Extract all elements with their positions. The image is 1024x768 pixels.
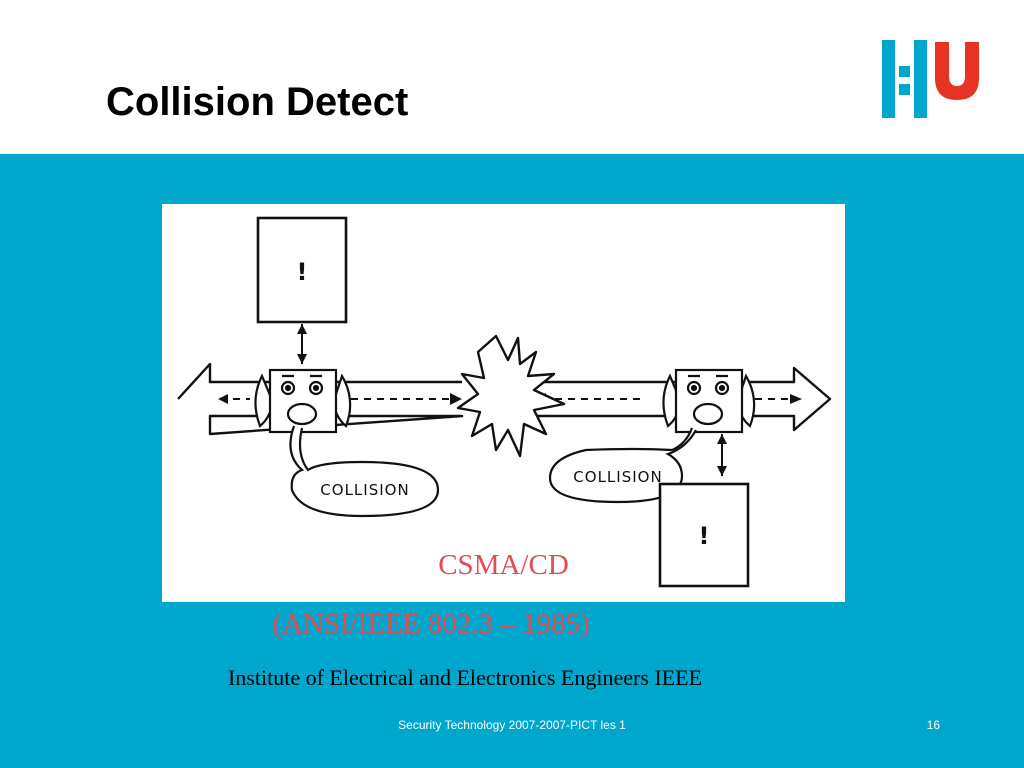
right-terminal [658,482,750,588]
footer-course: Security Technology 2007-2007-PICT les 1 [398,718,626,732]
right-terminal-mark: ! [699,522,710,550]
left-speech-text: COLLISION [320,481,409,499]
collision-burst-icon [456,334,566,458]
csma-cd-diagram: ! COLLISION COLLISION [162,204,845,602]
right-station-face [662,368,756,434]
hu-logo-icon [882,40,979,118]
diagram-drawing: ! COLLISION COLLISION [177,216,832,588]
organization-name: Institute of Electrical and Electronics … [227,665,703,690]
slide-header: Collision Detect [0,0,1024,154]
left-station-face [254,368,352,434]
left-speech-bubble [289,425,440,518]
left-terminal [256,216,348,324]
page-number: 16 [926,718,940,732]
standard-reference: (ANSI/IEEE 802.3 – 1985) [272,608,590,640]
slide-title: Collision Detect [106,80,409,124]
diagram-caption: CSMA/CD [438,549,569,581]
left-terminal-mark: ! [297,258,308,286]
right-speech-text: COLLISION [573,468,662,486]
